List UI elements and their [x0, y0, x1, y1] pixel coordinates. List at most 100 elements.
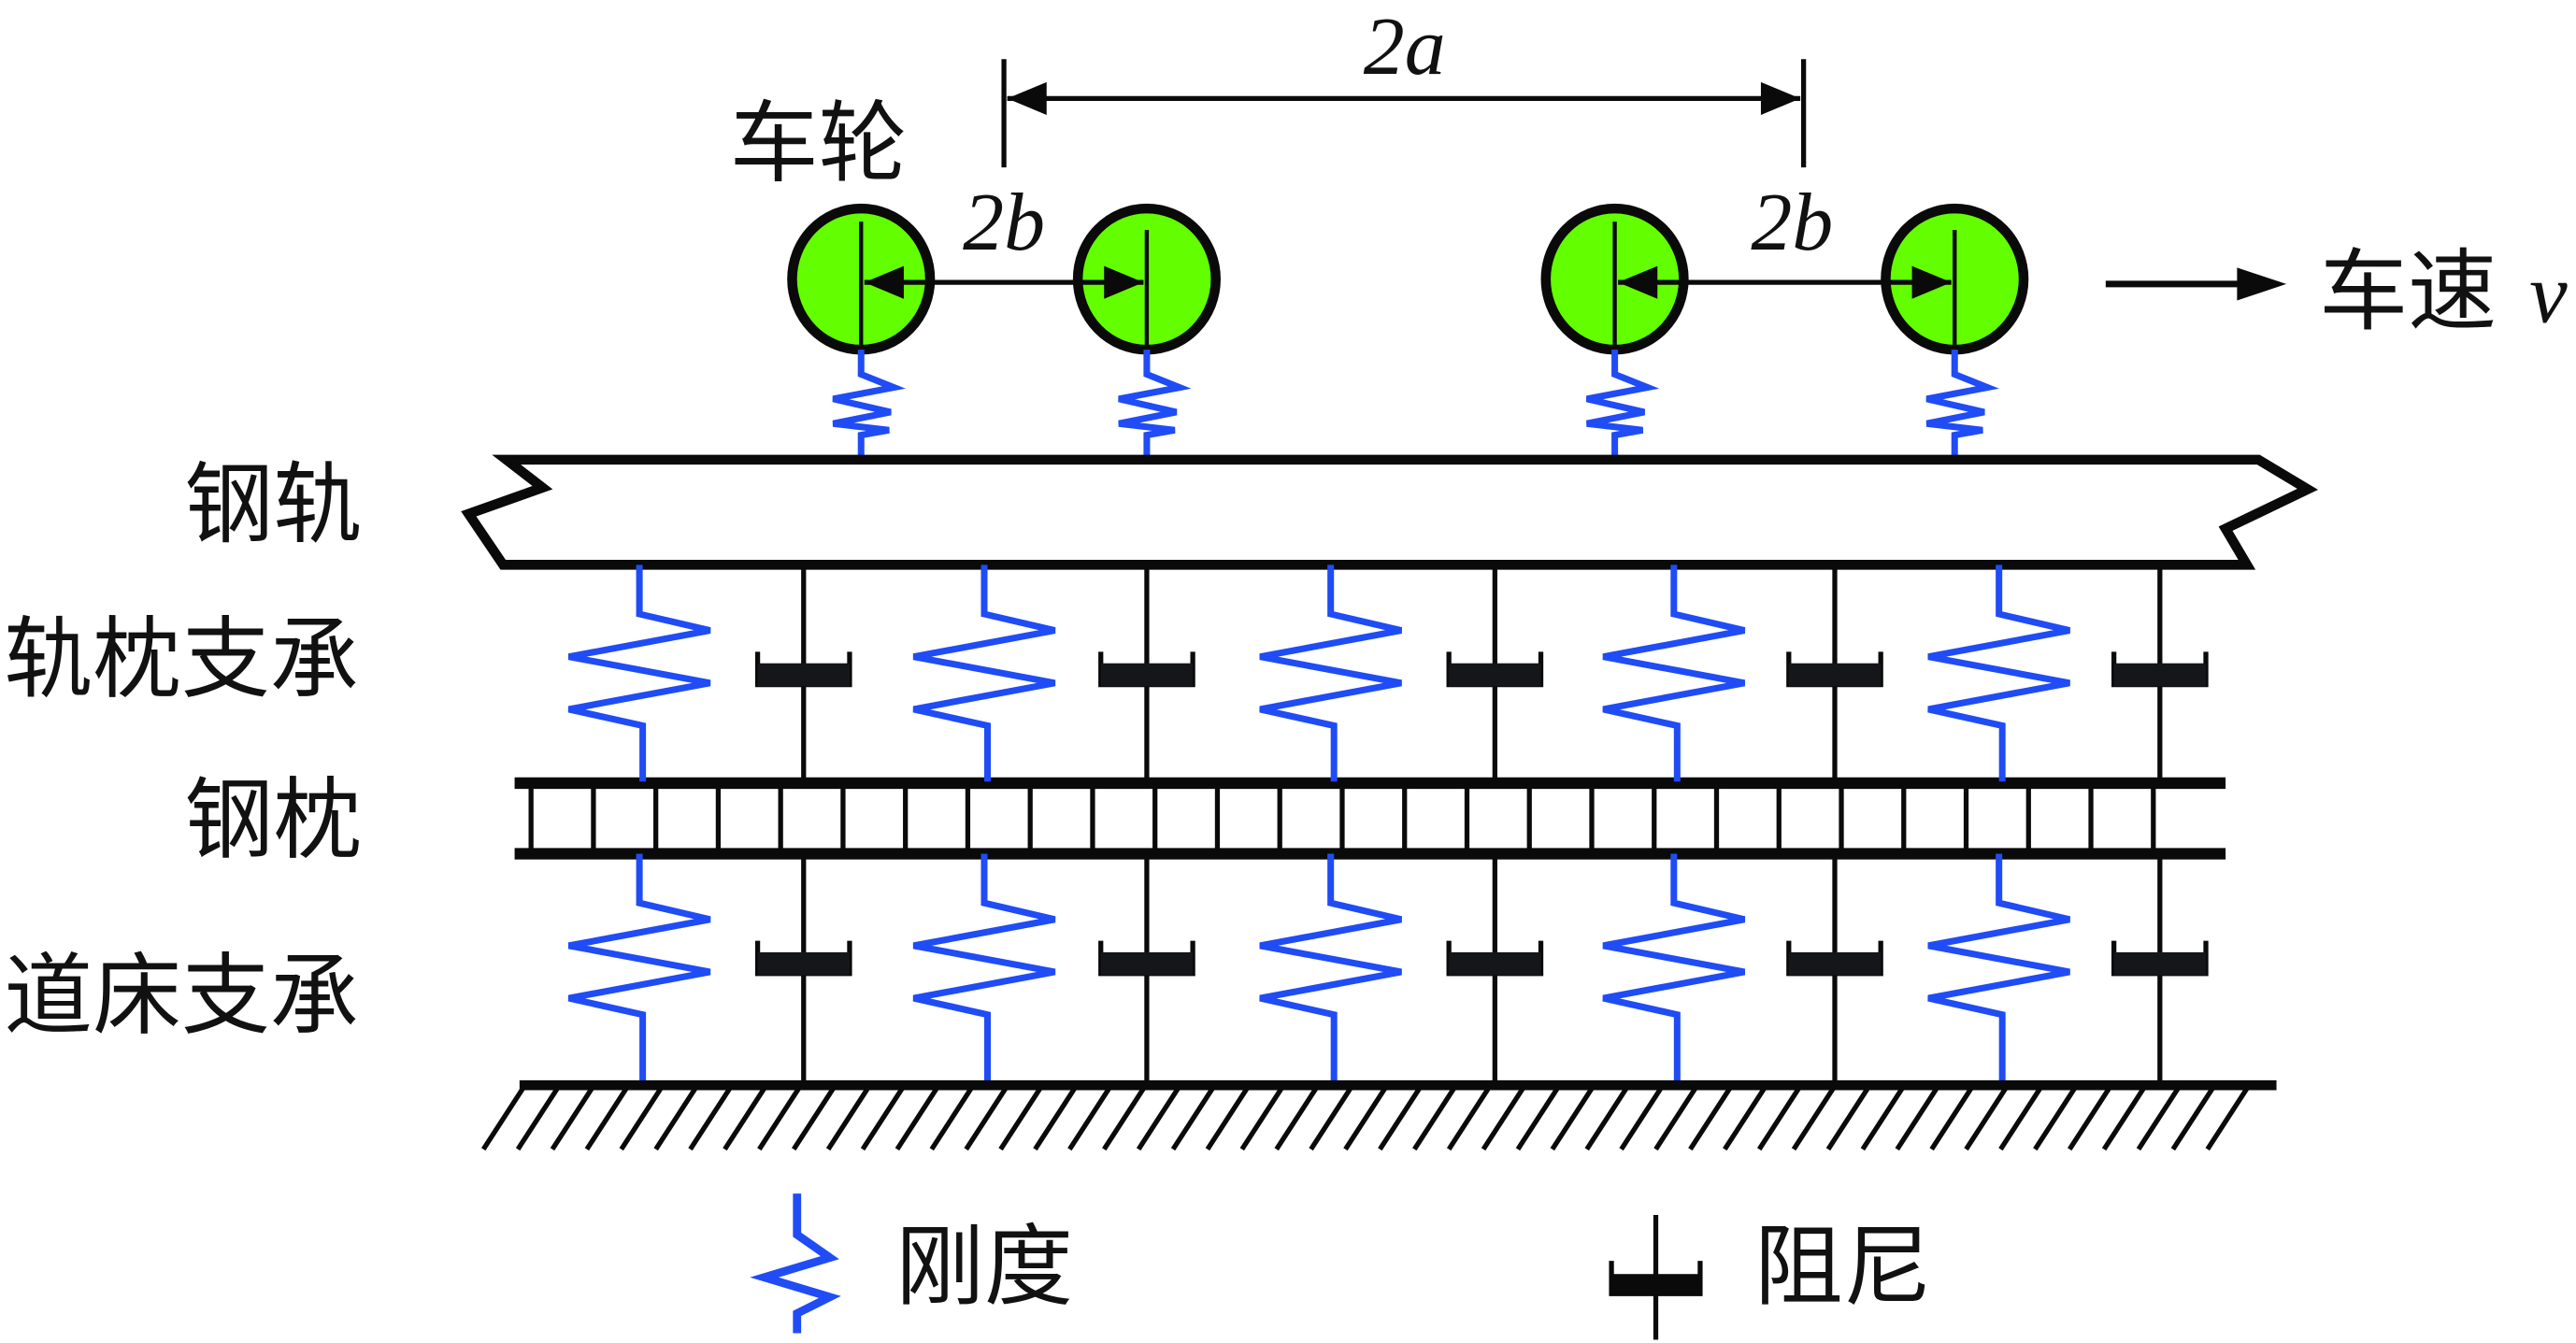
contact-spring — [1925, 350, 1999, 460]
ground-hatch — [2101, 1087, 2146, 1151]
ground-hatch — [1688, 1087, 1732, 1151]
ground-hatch — [1825, 1087, 1870, 1151]
ground-hatch — [894, 1087, 939, 1151]
arrow-right-icon — [2237, 267, 2287, 301]
spring — [1259, 853, 1403, 1086]
damper-piston — [1100, 951, 1194, 976]
ground-hatch — [964, 1087, 1009, 1151]
spring — [1927, 853, 2070, 1086]
ground-hatch — [1756, 1087, 1801, 1151]
ground-hatch — [1102, 1087, 1146, 1151]
wheelset-right: 2b — [1540, 177, 2029, 355]
ground-hatch — [515, 1087, 560, 1151]
ground-hatch — [929, 1087, 974, 1151]
spring — [912, 564, 1056, 782]
damper-piston — [1100, 663, 1194, 687]
ground-hatch — [723, 1087, 766, 1151]
ground-hatch — [1412, 1087, 1456, 1151]
ground-hatch — [1239, 1087, 1284, 1151]
spring-icon — [750, 1193, 841, 1334]
ground-hatch — [1998, 1087, 2042, 1151]
ground-hatch — [1550, 1087, 1595, 1151]
ground-hatch — [1481, 1087, 1525, 1151]
ground-hatch — [1309, 1087, 1352, 1151]
ground-hatch — [1860, 1087, 1905, 1151]
wheelset-left: 2b — [787, 177, 1221, 355]
ground-hatch — [2067, 1087, 2111, 1151]
rail-label: 钢轨 — [184, 454, 362, 557]
supports — [567, 564, 2209, 1086]
contact-springs — [832, 350, 1999, 460]
legend: 刚度 阻尼 — [750, 1193, 1932, 1340]
ground-hatch — [653, 1087, 698, 1151]
ground-hatch — [792, 1087, 836, 1151]
damper-piston — [757, 663, 850, 687]
legend-damping-label: 阻尼 — [1754, 1216, 1932, 1319]
speed-indicator: 车速 v — [2105, 240, 2568, 343]
ground-hatch — [998, 1087, 1042, 1151]
ground-hatch — [860, 1087, 905, 1151]
ballast-support-label: 道床支承 — [4, 945, 358, 1048]
damper-piston — [2113, 663, 2207, 687]
damper-piston — [757, 951, 850, 976]
ground-hatch — [1619, 1087, 1663, 1151]
ground-hatch — [757, 1087, 801, 1151]
ground-hatch — [1791, 1087, 1836, 1151]
spring — [1259, 564, 1403, 782]
dim-2b-right-label: 2b — [1751, 177, 1833, 267]
damper-piston — [1788, 663, 1882, 687]
damper-piston — [2113, 951, 2207, 976]
ground-hatch — [1929, 1087, 1974, 1151]
legend-stiffness-label: 刚度 — [895, 1216, 1073, 1319]
ground-hatch — [1584, 1087, 1629, 1151]
ground-hatch — [1033, 1087, 1077, 1151]
ground-hatch — [2170, 1087, 2215, 1151]
ground-hatch — [1723, 1087, 1767, 1151]
ground-hatch — [1446, 1087, 1491, 1151]
legend-stiffness: 刚度 — [750, 1193, 1073, 1334]
damper-piston — [1449, 663, 1541, 687]
spring — [567, 853, 711, 1086]
contact-spring — [832, 350, 906, 460]
spring — [1602, 564, 1746, 782]
damper-piston — [1788, 951, 1882, 976]
ground-hatch — [1378, 1087, 1422, 1151]
ground — [480, 1079, 2277, 1151]
ground-hatch — [825, 1087, 870, 1151]
contact-spring — [1585, 350, 1660, 460]
dim-2a-label: 2a — [1364, 1, 1446, 92]
rail: 钢轨 — [184, 454, 2319, 570]
speed-symbol: v — [2529, 246, 2568, 340]
ground-hatch — [1067, 1087, 1111, 1151]
ground-hatch — [1653, 1087, 1697, 1151]
spring — [1927, 564, 2070, 782]
legend-damping: 阻尼 — [1609, 1214, 1932, 1340]
ground-hatch — [1343, 1087, 1387, 1151]
ground-hatch — [1205, 1087, 1250, 1151]
ground-hatch — [2205, 1087, 2250, 1151]
ground-hatch — [1895, 1087, 1939, 1151]
dimension-2a: 2a — [1001, 1, 1807, 168]
speed-label: 车速 — [2319, 240, 2497, 343]
steel-sleeper — [514, 777, 2226, 860]
ground-hatch — [1170, 1087, 1215, 1151]
ground-hatch — [619, 1087, 664, 1151]
spring — [567, 564, 711, 782]
dim-2b-left-label: 2b — [963, 177, 1045, 267]
spring — [912, 853, 1056, 1086]
ground-hatch — [1136, 1087, 1181, 1151]
spring — [1602, 853, 1746, 1086]
ground-hatch — [1964, 1087, 2008, 1151]
rail-sleeper-support-label: 轨枕支承 — [4, 608, 358, 711]
steel-sleeper-label: 钢枕 — [184, 769, 362, 872]
ground-hatch — [550, 1087, 594, 1151]
ground-hatch — [480, 1087, 525, 1151]
wheel-label: 车轮 — [730, 93, 908, 195]
ground-hatch — [688, 1087, 732, 1151]
ground-hatch — [584, 1087, 629, 1151]
ground-hatch — [1515, 1087, 1560, 1151]
ground-hatch — [1274, 1087, 1319, 1151]
contact-spring — [1118, 350, 1192, 460]
ground-hatch — [2136, 1087, 2181, 1151]
